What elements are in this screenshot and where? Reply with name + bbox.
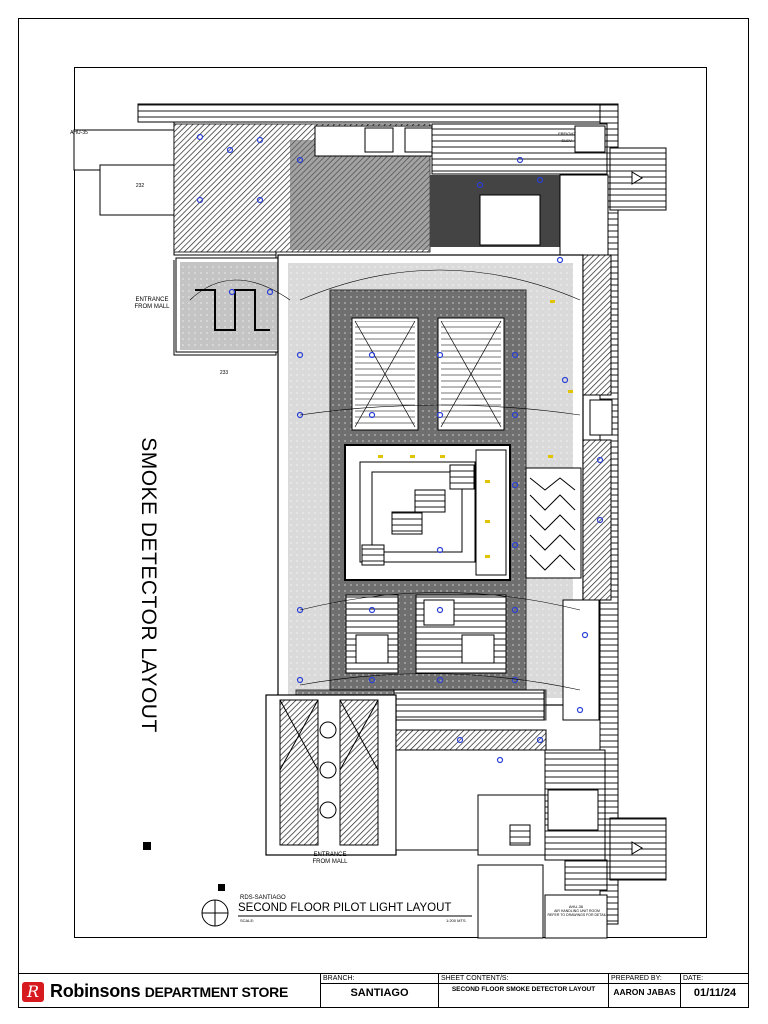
prepared-by-value: AARON JABAS	[613, 987, 676, 997]
prepared-by-cell: PREPARED BY: AARON JABAS	[608, 974, 680, 1008]
scale-label: SCALE:	[240, 918, 255, 923]
brand-main: Robinsons	[50, 981, 141, 1001]
brand-logo: R Robinsons DEPARTMENT STORE	[22, 980, 322, 1004]
scale-value: 1:200 MTS.	[446, 918, 467, 923]
room-number-b: 233	[219, 370, 229, 376]
date-value: 01/11/24	[693, 987, 737, 999]
legend-square-marker-small	[218, 884, 225, 891]
drawing-sheet-border	[18, 18, 749, 1008]
brand-sub: DEPARTMENT STORE	[144, 984, 289, 1000]
vertical-drawing-title: SMOKE DETECTOR LAYOUT	[128, 437, 168, 733]
upper-service-area	[173, 123, 609, 256]
smoke-detector-markers	[196, 133, 604, 764]
ahu-right-label: AHU-36	[568, 904, 584, 909]
entrance-top-label: ENTRANCE FROM MALL	[134, 297, 170, 310]
room-number-a: 232	[135, 183, 145, 189]
branch-value: SANTIAGO	[350, 987, 409, 999]
floor-title-text: SECOND FLOOR PILOT LIGHT LAYOUT	[238, 902, 452, 914]
brand-logo-icon: R	[22, 982, 44, 1002]
date-label: DATE:	[683, 975, 704, 982]
branch-label: BRANCH:	[323, 975, 355, 982]
brand-name: Robinsons DEPARTMENT STORE	[50, 981, 288, 1002]
ahu-label: AHU-35	[70, 130, 88, 136]
pilot-light-markers	[378, 300, 573, 558]
vertical-title-text: SMOKE DETECTOR LAYOUT	[137, 437, 160, 733]
sheet-content-label: SHEET CONTENT/S:	[441, 975, 509, 982]
entrance-bottom-label: ENTRANCE FROM MALL	[312, 852, 348, 865]
branch-cell: BRANCH: SANTIAGO	[320, 974, 438, 1008]
sheet-content-value: SECOND FLOOR SMOKE DETECTOR LAYOUT	[451, 986, 596, 993]
external-stairs	[609, 147, 667, 881]
lower-area	[265, 599, 608, 939]
coverage-arcs	[189, 269, 581, 691]
main-sales-floor	[277, 254, 613, 706]
ahu-room-note: AIR HANDLING UNIT ROOM REFER TO DRAWINGS…	[547, 909, 607, 917]
legend-square-marker	[143, 842, 151, 850]
drawing-frame	[74, 67, 707, 938]
project-code: RDS-SANTIAGO	[240, 895, 286, 901]
title-block: R Robinsons DEPARTMENT STORE BRANCH: SAN…	[18, 973, 749, 1008]
freight-elevator-label: FREIGHT ELEV.	[558, 131, 576, 143]
prepared-by-label: PREPARED BY:	[611, 975, 662, 982]
left-wing-area	[175, 257, 287, 353]
sheet-content-cell: SHEET CONTENT/S: SECOND FLOOR SMOKE DETE…	[438, 974, 608, 1008]
date-cell: DATE: 01/11/24	[680, 974, 749, 1008]
floor-title-symbol	[201, 899, 472, 927]
